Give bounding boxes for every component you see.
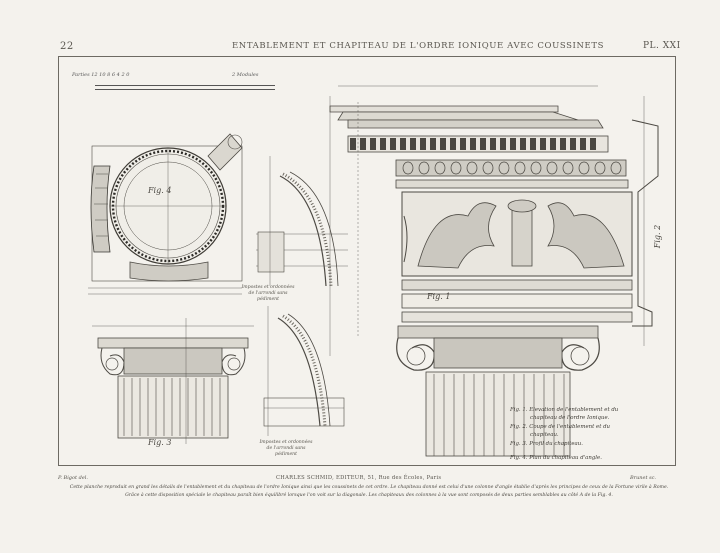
engraver-credit: Brunet sc. <box>630 475 657 481</box>
scale-label-right: 2 Modules <box>232 72 259 78</box>
plate-number: PL. XXI <box>643 41 681 51</box>
plate-title: ENTABLEMENT ET CHAPITEAU DE L'ORDRE IONI… <box>232 41 605 51</box>
page-number: 22 <box>60 41 74 52</box>
fig2-label: Fig. 2 <box>653 224 663 249</box>
architectural-drawing <box>88 85 659 457</box>
legend-line: Fig. 4. Plan du chapiteau d'angle. <box>510 455 602 462</box>
profile-caption-upper: Impostes et ordonnées de l'arrondi sans … <box>241 285 295 302</box>
figure-legend: Fig. 1. Elevation de l'entablement et du… <box>510 406 670 462</box>
legend-line: Fig. 2. Coupe de l'entablement et du <box>510 423 611 430</box>
fig1-entablement-drawing <box>329 85 659 457</box>
plate-note: Cette planche reproduit en grand les dét… <box>69 485 669 498</box>
fig4-plan-drawing <box>88 133 243 295</box>
scale-label-left: Parties 12 10 8 6 4 2 0 <box>72 72 130 78</box>
plate-frame <box>58 56 676 466</box>
fig4-label: Fig. 4 <box>148 186 172 195</box>
fig3-label: Fig. 3 <box>148 438 172 447</box>
profile-drawings <box>256 156 348 436</box>
legend-line: Fig. 3. Profil du chapiteau. <box>510 440 583 447</box>
drafter-credit: P. Bigot del. <box>58 475 88 481</box>
publisher-credit: CHARLES SCHMID, EDITEUR, 51, Rue des Éco… <box>276 475 442 481</box>
legend-line: chapiteau de l'ordre Ionique. <box>530 415 610 422</box>
legend-line: chapiteau. <box>530 432 559 439</box>
profile-caption-lower: Impostes et ordonnées de l'arrondi sans … <box>259 440 313 457</box>
legend-line: Fig. 1. Elevation de l'entablement et du <box>510 407 619 413</box>
fig3-capital-drawing <box>92 318 254 444</box>
scale-bar <box>95 85 275 90</box>
fig1-label: Fig. 1 <box>427 292 451 301</box>
